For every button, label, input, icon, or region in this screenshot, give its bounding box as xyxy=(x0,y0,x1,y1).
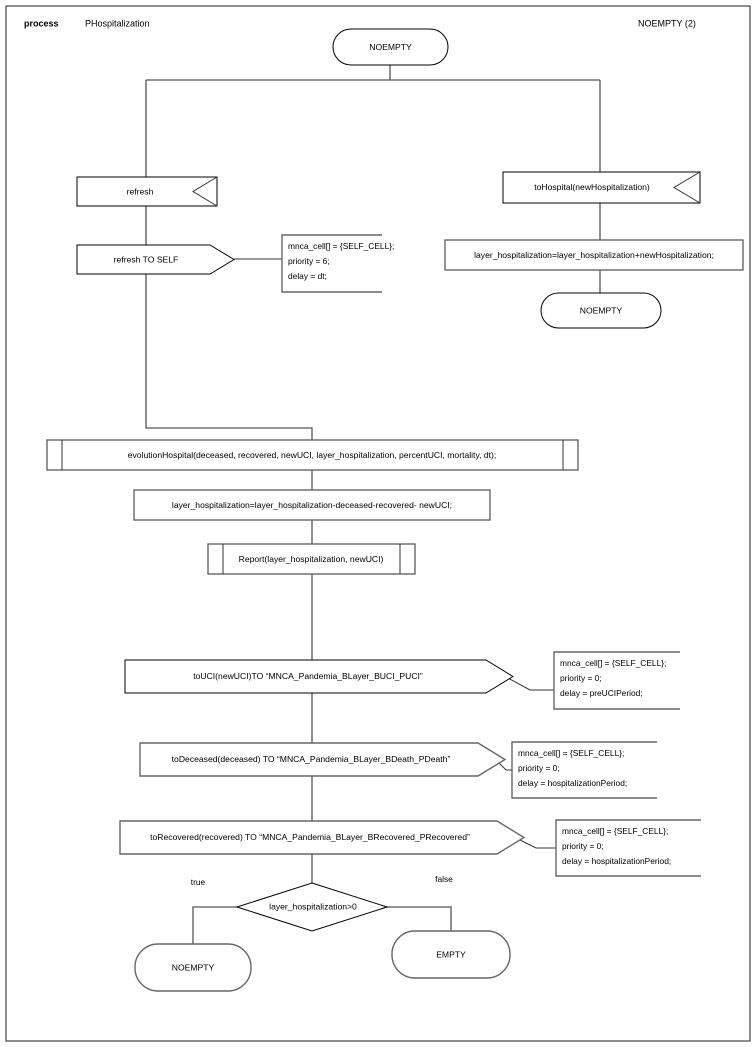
node-refresh-to-self-label: refresh TO SELF xyxy=(114,254,179,264)
node-refresh-to-self-output[interactable]: refresh TO SELF xyxy=(76,244,235,275)
note-line: mnca_cell[] = {SELF_CELL}; xyxy=(562,826,668,836)
node-noempty-right[interactable]: NOEMPTY xyxy=(540,292,662,329)
note-refresh: mnca_cell[] = {SELF_CELL}; priority = 6;… xyxy=(281,234,394,293)
output-shape-body xyxy=(76,244,235,275)
note-line: priority = 6; xyxy=(288,256,330,266)
note-shape xyxy=(553,651,680,710)
connector-note-uci-leader xyxy=(505,676,554,691)
output-shape-body xyxy=(124,659,514,694)
note-line: mnca_cell[] = {SELF_CELL}; xyxy=(518,748,624,758)
terminator-shape xyxy=(540,292,662,329)
output-shape-body xyxy=(119,820,526,855)
note-line: mnca_cell[] = {SELF_CELL}; xyxy=(560,658,666,668)
header-keyword: process xyxy=(24,18,59,28)
terminator-shape xyxy=(391,930,511,979)
node-evolution-hospital[interactable]: evolutionHospital(deceased, recovered, n… xyxy=(46,439,579,471)
edge-label-false: false xyxy=(435,874,453,884)
node-evolution-hospital-label: evolutionHospital(deceased, recovered, n… xyxy=(128,450,497,460)
note-deceased: mnca_cell[] = {SELF_CELL}; priority = 0;… xyxy=(511,741,657,799)
input-shape-notch xyxy=(192,176,218,207)
note-line: delay = dt; xyxy=(288,271,327,281)
node-tohospital-input[interactable]: toHospital(newHospitalization) xyxy=(502,171,701,204)
note-line: priority = 0; xyxy=(560,673,602,683)
note-shape xyxy=(281,234,382,293)
note-line: delay = hospitalizationPeriod; xyxy=(562,856,671,866)
output-shape-body xyxy=(139,742,507,777)
note-line: delay = hospitalizationPeriod; xyxy=(518,778,627,788)
predefined-process-shape xyxy=(46,439,579,471)
node-torecovered-label: toRecovered(recovered) TO “MNCA_Pandemia… xyxy=(150,832,470,842)
note-line: priority = 0; xyxy=(562,841,604,851)
node-todeceased-output[interactable]: toDeceased(deceased) TO “MNCA_Pandemia_B… xyxy=(139,742,507,777)
connector-layer xyxy=(145,65,601,944)
terminator-shape xyxy=(134,943,252,992)
connector-self-to-evolution xyxy=(145,274,313,440)
connector-decision-true xyxy=(192,906,237,944)
node-report-label: Report(layer_hospitalization, newUCI) xyxy=(239,554,384,564)
note-line: priority = 0; xyxy=(518,763,560,773)
predefined-process-shape xyxy=(207,543,416,575)
page-border xyxy=(5,5,751,1042)
decision-shape xyxy=(235,882,389,932)
header-process-name: PHospitalization xyxy=(85,18,150,28)
node-start-label: NOEMPTY xyxy=(369,42,412,52)
node-todeceased-label: toDeceased(deceased) TO “MNCA_Pandemia_B… xyxy=(172,754,451,764)
note-line: delay = preUCIPeriod; xyxy=(560,688,643,698)
connector-decision-false xyxy=(387,906,452,931)
process-shape xyxy=(133,489,491,521)
header-state-label: NOEMPTY (2) xyxy=(638,18,696,28)
connector-note-recovered-leader xyxy=(515,837,556,849)
node-decision[interactable]: layer_hospitalization>0 xyxy=(235,882,389,932)
node-layer-add-process[interactable]: layer_hospitalization=layer_hospitalizat… xyxy=(444,239,744,271)
node-empty-end[interactable]: EMPTY xyxy=(391,930,511,979)
note-shape xyxy=(555,819,701,877)
node-report[interactable]: Report(layer_hospitalization, newUCI) xyxy=(207,543,416,575)
node-noempty-right-label: NOEMPTY xyxy=(580,305,623,315)
process-shape xyxy=(444,239,744,271)
node-touci-output[interactable]: toUCI(newUCI)TO “MNCA_Pandemia_BLayer_BU… xyxy=(124,659,514,694)
node-layer-add-label: layer_hospitalization=layer_hospitalizat… xyxy=(474,250,714,260)
node-tohospital-label: toHospital(newHospitalization) xyxy=(534,182,650,192)
note-shape xyxy=(511,741,657,799)
node-refresh-label: refresh xyxy=(127,186,154,196)
node-layer-sub-label: layer_hospitalization=layer_hospitalizat… xyxy=(172,500,452,510)
node-start-noempty[interactable]: NOEMPTY xyxy=(332,28,449,66)
node-noempty-end-label: NOEMPTY xyxy=(172,962,215,972)
edge-label-true: true xyxy=(191,877,206,887)
node-refresh-input[interactable]: refresh xyxy=(76,176,218,207)
note-recovered: mnca_cell[] = {SELF_CELL}; priority = 0;… xyxy=(555,819,701,877)
node-noempty-end[interactable]: NOEMPTY xyxy=(134,943,252,992)
node-empty-end-label: EMPTY xyxy=(436,949,466,959)
note-uci: mnca_cell[] = {SELF_CELL}; priority = 0;… xyxy=(553,651,680,710)
note-line: mnca_cell[] = {SELF_CELL}; xyxy=(288,241,394,251)
terminator-shape xyxy=(332,28,449,66)
node-touci-label: toUCI(newUCI)TO “MNCA_Pandemia_BLayer_BU… xyxy=(193,671,423,681)
node-decision-label: layer_hospitalization>0 xyxy=(269,901,357,911)
node-layer-sub-process[interactable]: layer_hospitalization=layer_hospitalizat… xyxy=(133,489,491,521)
node-torecovered-output[interactable]: toRecovered(recovered) TO “MNCA_Pandemia… xyxy=(119,820,526,855)
input-shape-notch xyxy=(673,171,701,204)
